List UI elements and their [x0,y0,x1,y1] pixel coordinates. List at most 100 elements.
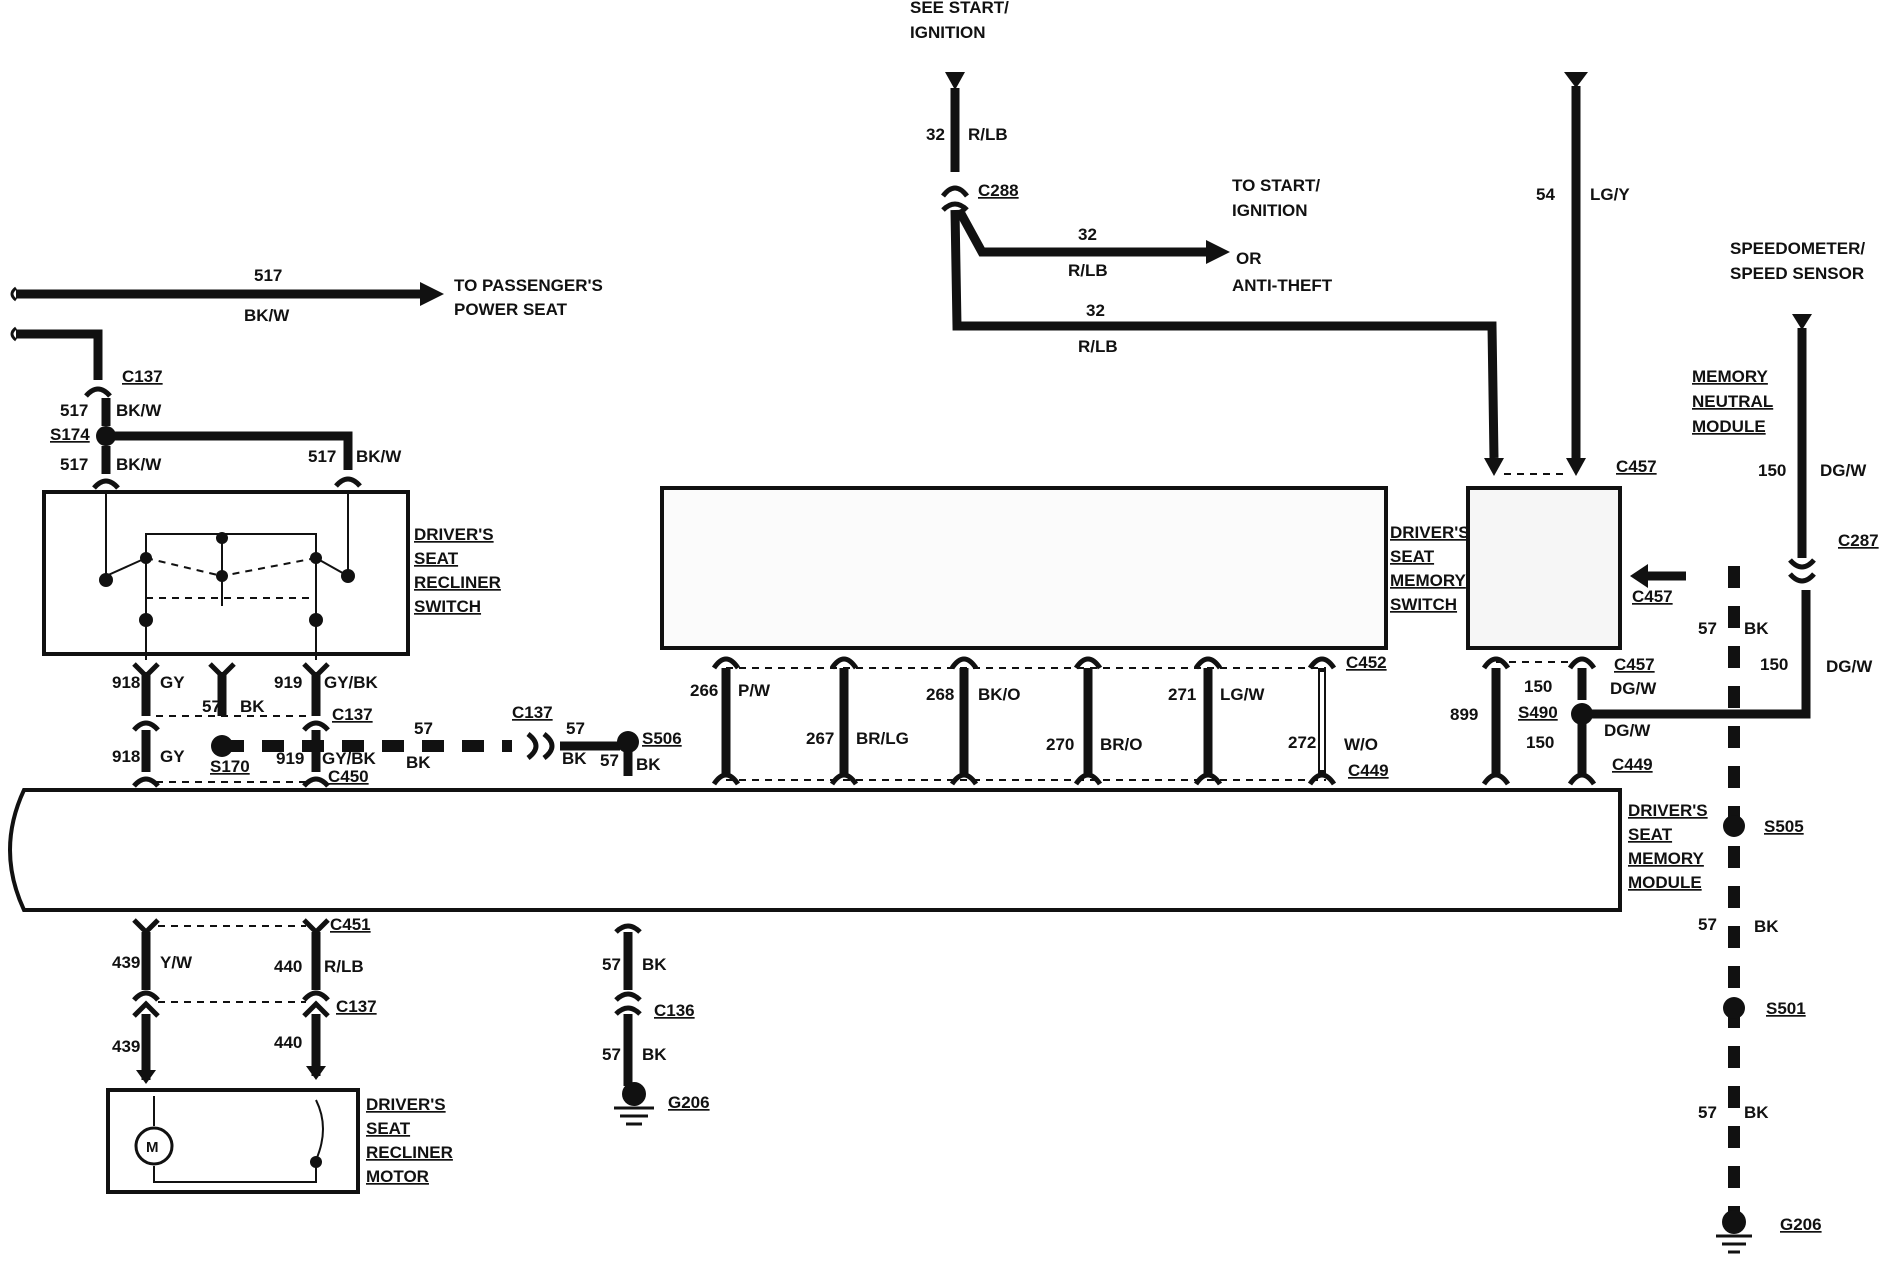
memory-switch-label-2: SEAT [1390,547,1435,566]
c137-ground-icon [526,732,539,760]
wire-32c-color: R/LB [1078,337,1118,356]
sw-dot-1 [99,573,113,587]
arrow-440-down [306,1066,326,1080]
sw-link-a [145,557,223,577]
conn-271-bot [1193,772,1223,786]
wire-57-num-g1: 57 [602,955,621,974]
arrow-pass-icon [420,282,444,306]
memory-switch-wires: C452 C449 266 P/W 267 BR/LG 268 BK/O 270… [690,653,1389,786]
recliner-motor-label-4: MOTOR [366,1167,429,1186]
conn-440-top [302,918,330,936]
memory-module: DRIVER'S SEAT MEMORY MODULE [8,788,1708,912]
conn-272-bot [1307,772,1337,786]
circuit-lgy-label: LG/Y [1590,185,1630,204]
break-icon [10,286,17,302]
s506-label: S506 [642,729,682,748]
c136-icon-b [614,1005,642,1016]
wire-439-col-a: Y/W [160,953,193,972]
wire-57-col-s506b: BK [636,755,661,774]
conn-440-mid [302,990,330,1002]
memory-switch-box [660,486,1388,650]
c451-label: C451 [330,915,371,934]
wire-918-col-b: GY [160,747,185,766]
wire-267-num: 267 [806,729,834,748]
conn-icon-517a [92,478,120,490]
conn-icon-517b [334,476,362,488]
wire-517-col-c: BK/W [356,447,402,466]
wire-57-num-s506b: 57 [600,751,619,770]
conn-439-mid [132,990,160,1002]
wire-270-num: 270 [1046,735,1074,754]
wire-266-col: P/W [738,681,771,700]
break-icon-b [10,326,17,342]
wire-57-col-bus: BK [406,753,431,772]
conn-268-top [949,656,979,670]
wire-57-num-a: 57 [202,697,221,716]
conn-899-bot [1481,772,1511,786]
wire-268-num: 268 [926,685,954,704]
s506-splice [617,731,639,753]
wire-57-num-r1: 57 [1698,619,1717,638]
motor-dot [310,1156,322,1168]
wire-57-col-r3: BK [1744,1103,1769,1122]
conn-267-bot [829,772,859,786]
feed-arrow-icon [945,72,965,90]
ground-right-dot [1722,1210,1746,1234]
conn-919-top [302,662,330,680]
circuit-rlb-label: R/LB [968,125,1008,144]
wire-150-col-h: DG/W [1604,721,1651,740]
wire-918-num-b: 918 [112,747,140,766]
s505-splice [1723,815,1745,837]
wire-919-num-a: 919 [274,673,302,692]
label-see-start-1: SEE START/ [910,0,1009,17]
s501-label: S501 [1766,999,1806,1018]
c452-label: C452 [1346,653,1387,672]
memory-switch-label-4: SWITCH [1390,595,1457,614]
wire-267-col: BR/LG [856,729,909,748]
wire-150-num-a: 150 [1524,677,1552,696]
recliner-motor-wires: C451 439 Y/W 440 R/LB C137 439 440 [112,915,377,1084]
arrow-440-up [302,1000,330,1018]
wire-919-col-a: GY/BK [324,673,379,692]
conn-919-mid [302,720,330,732]
recliner-switch-label-1: DRIVER'S [414,525,494,544]
conn-267-top [829,656,859,670]
memory-switch: DRIVER'S SEAT MEMORY SWITCH [660,486,1470,650]
wire-32b-number: 32 [1078,225,1097,244]
feed-arrow-54-icon [1564,72,1588,88]
recliner-switch-label-4: SWITCH [414,597,481,616]
sw-dot-7 [139,613,153,627]
label-mnm-2: NEUTRAL [1692,392,1773,411]
wire-150-col-s2: DG/W [1826,657,1873,676]
wire-270-col: BR/O [1100,735,1143,754]
label-to-pass-2: POWER SEAT [454,300,568,319]
wire-440-col-a: R/LB [324,957,364,976]
conn-150-bot [1567,772,1597,786]
g206-center-label: G206 [668,1093,710,1112]
conn-918-bot [132,776,160,788]
conn-266-bot [711,772,741,786]
wire-439-num-b: 439 [112,1037,140,1056]
switch-to-module-wires: 918 GY 57 BK 919 GY/BK C137 918 GY 919 G… [112,662,682,788]
wire-517-num-a: 517 [60,401,88,420]
conn-270-top [1073,656,1103,670]
wire-517-num-c: 517 [308,447,336,466]
c287-icon-b [1788,572,1816,584]
wire-57-num-r2: 57 [1698,915,1717,934]
wire-57-num-bus: 57 [414,719,433,738]
s505-label: S505 [1764,817,1804,836]
c457-bot-label: C457 [1614,655,1655,674]
g206-right-label: G206 [1780,1215,1822,1234]
recliner-motor-label-2: SEAT [366,1119,411,1138]
memory-module-label-4: MODULE [1628,873,1702,892]
wire-57-col-s506: BK [562,749,587,768]
wire-440-num-a: 440 [274,957,302,976]
arrow-right-icon [1206,240,1230,264]
wire-268-col: BK/O [978,685,1021,704]
memory-switch-label-3: MEMORY [1390,571,1467,590]
wire-919-num-b: 919 [276,749,304,768]
c457-top-label: C457 [1616,457,1657,476]
conn-270-bot [1073,772,1103,786]
sw-dot-5 [310,552,322,564]
label-or: OR [1236,249,1262,268]
